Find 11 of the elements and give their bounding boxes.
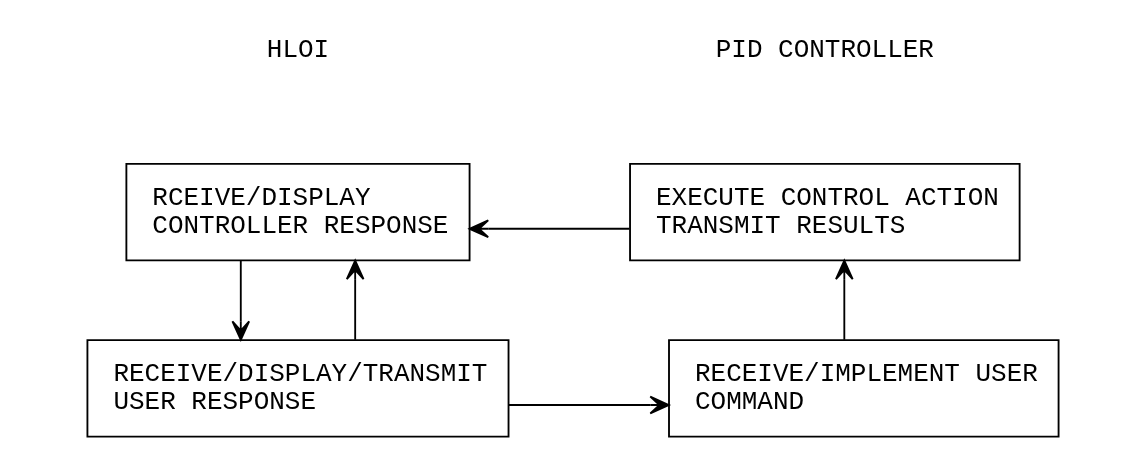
node-box: RECEIVE/IMPLEMENT USER COMMAND [667,339,1059,438]
node-box: EXECUTE CONTROL ACTION TRANSMIT RESULTS [628,162,1021,262]
arrow [345,259,364,341]
arrow [834,259,854,341]
node-box: RCEIVE/DISPLAY CONTROLLER RESPONSE [124,162,470,262]
label: PID CONTROLLER [715,34,934,65]
arrow [507,395,670,415]
arrow [231,259,250,341]
node-box: RECEIVE/DISPLAY/TRANSMIT USER RESPONSE [86,339,509,438]
arrow [468,219,630,239]
label: HLOI [266,34,329,65]
